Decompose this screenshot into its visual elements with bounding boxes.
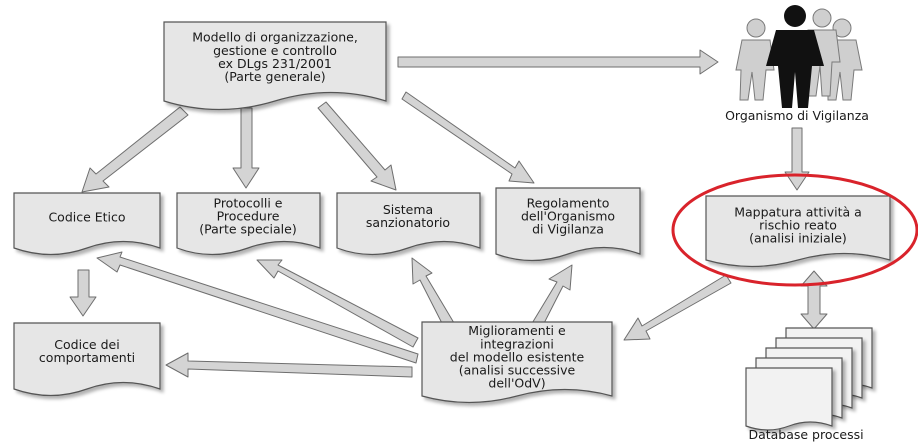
arrow-miglioramenti-to-codice-etico bbox=[96, 251, 419, 364]
box-codice-etico-text: Codice Etico bbox=[48, 209, 125, 224]
box-modello: Modello di organizzazione,gestione e con… bbox=[163, 21, 387, 111]
highlight-ellipse bbox=[671, 173, 918, 287]
node-text-line: di Vigilanza bbox=[532, 222, 604, 237]
node-text-line: Sistema bbox=[383, 202, 433, 217]
node-text-line: ex DLgs 231/2001 bbox=[218, 56, 332, 71]
arrow-modello-to-regolamento bbox=[401, 91, 535, 184]
arrow-codice-etico-to-comportamenti bbox=[69, 269, 97, 317]
node-text-line: Modello di organizzazione, bbox=[192, 30, 358, 45]
document-stack-icon bbox=[745, 327, 873, 431]
node-text-line: rischio reato bbox=[759, 217, 837, 232]
node-text-line: Codice Etico bbox=[48, 209, 125, 224]
node-text-line: comportamenti bbox=[39, 350, 135, 365]
node-text-line: Protocolli e bbox=[214, 195, 283, 210]
organismo-label: Organismo di Vigilanza bbox=[725, 108, 869, 123]
node-text-line: sanzionatorio bbox=[366, 215, 450, 230]
node-text-line: dell'Organismo bbox=[521, 208, 615, 223]
node-text-line: (Parte speciale) bbox=[199, 222, 296, 237]
node-text-line: Regolamento bbox=[527, 195, 610, 210]
node-text-line: Miglioramenti e bbox=[468, 323, 566, 338]
arrow-organismo-to-mappatura bbox=[784, 127, 810, 191]
arrow-miglioramenti-to-comportamenti bbox=[165, 352, 413, 378]
people-group-icon bbox=[735, 5, 863, 108]
arrow-mappatura-to-miglioramenti bbox=[623, 274, 732, 341]
node-text-line: integrazioni bbox=[480, 336, 554, 351]
box-modello-text: Modello di organizzazione,gestione e con… bbox=[192, 30, 358, 84]
box-codice-etico: Codice Etico bbox=[13, 192, 161, 256]
node-text-line: del modello esistente bbox=[450, 349, 585, 364]
database-label: Database processi bbox=[748, 427, 863, 442]
arrow-modello-to-organismo bbox=[397, 49, 719, 75]
arrow-modello-to-sistema bbox=[317, 101, 397, 191]
node-text-line: Procedure bbox=[217, 208, 280, 223]
arrow-miglioramenti-to-protocolli bbox=[256, 259, 419, 348]
node-text-line: dell'OdV) bbox=[488, 376, 545, 391]
node-text-line: gestione e controllo bbox=[213, 43, 337, 58]
arrow-modello-to-codice-etico bbox=[81, 106, 189, 193]
arrow-mappatura-database bbox=[800, 270, 828, 330]
node-text-line: (Parte generale) bbox=[224, 69, 325, 84]
arrow-modello-to-protocolli bbox=[232, 107, 260, 189]
node-text-line: Mappatura attività a bbox=[734, 204, 862, 219]
node-text-line: Codice dei bbox=[54, 337, 119, 352]
node-text-line: (analisi iniziale) bbox=[749, 231, 847, 246]
node-text-line: (analisi successive bbox=[459, 363, 576, 378]
